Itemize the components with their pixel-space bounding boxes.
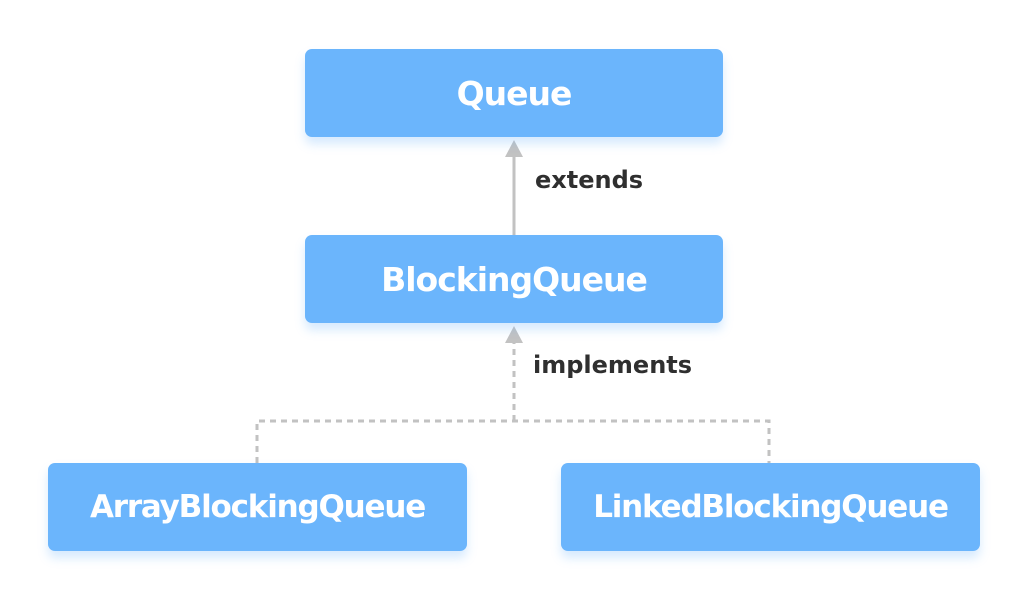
linked-blocking-queue-node: LinkedBlockingQueue xyxy=(561,463,980,551)
implements-branch-line xyxy=(255,419,771,463)
extends-label: extends xyxy=(535,166,644,194)
implements-arrowhead xyxy=(505,326,523,343)
blocking-queue-node: BlockingQueue xyxy=(305,235,723,323)
array-blocking-queue-node: ArrayBlockingQueue xyxy=(48,463,467,551)
implements-arrow xyxy=(255,326,771,463)
extends-arrow xyxy=(505,140,523,235)
implements-label: implements xyxy=(533,351,693,379)
queue-node: Queue xyxy=(305,49,723,137)
extends-arrowhead xyxy=(505,140,523,157)
